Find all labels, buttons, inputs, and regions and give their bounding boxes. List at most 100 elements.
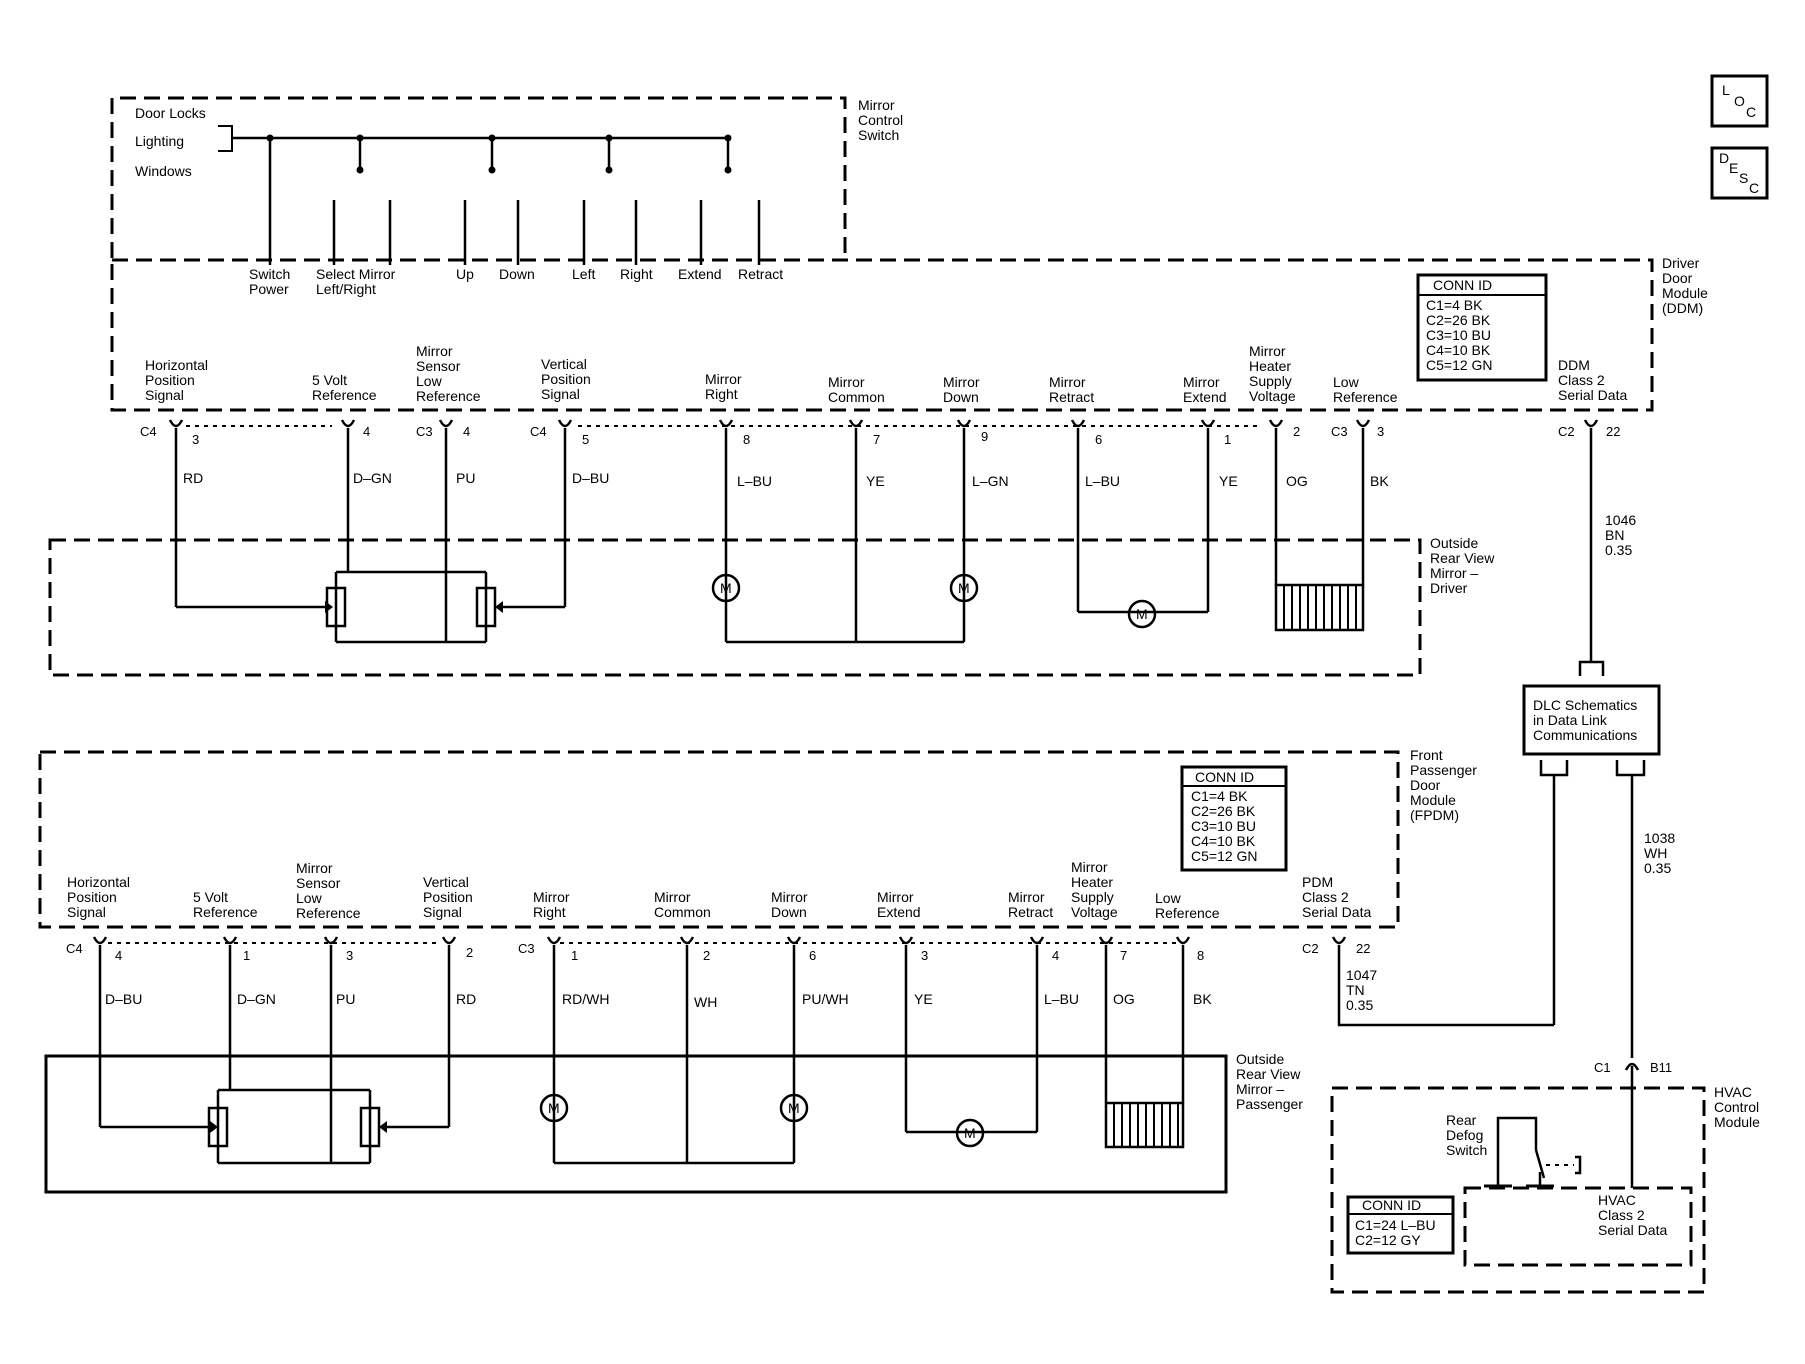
desc-letter-e: E (1729, 160, 1738, 176)
wire-color: PU/WH (802, 991, 849, 1007)
conn-label: C3 (518, 941, 535, 956)
ddm-conn-id-line: C2=26 BK (1426, 312, 1491, 328)
ddm-label: Reference (1333, 389, 1398, 405)
wire-color: D–BU (572, 470, 609, 486)
mirror-driver-title: Outside (1430, 535, 1478, 551)
fpdm-label: Mirror (654, 889, 691, 905)
fpdm-label: Reference (296, 905, 361, 921)
dlc-line: Communications (1533, 727, 1637, 743)
hvac-serial-label: Class 2 (1598, 1207, 1645, 1223)
conn-label: C3 (1331, 424, 1348, 439)
ddm-wire-colors: RD D–GN PU D–BU L–BU YE L–GN L–BU YE OG … (183, 470, 1389, 489)
wire-color: L–GN (972, 473, 1009, 489)
ddm-conn-id-line: C3=10 BU (1426, 327, 1491, 343)
fpdm-conn-id-box[interactable]: CONN ID C1=4 BK C2=26 BK C3=10 BU C4=10 … (1180, 765, 1288, 872)
pin-number: 4 (363, 424, 370, 439)
conn-label: C4 (530, 424, 547, 439)
wire-1046-circuit: 1046 (1605, 512, 1636, 528)
fpdm-conn-id-line: C2=26 BK (1191, 803, 1256, 819)
motor-m: M (1136, 606, 1148, 622)
input-lighting: Lighting (135, 133, 184, 149)
loc-icon[interactable]: L O C (1710, 74, 1769, 128)
fpdm-label: Position (423, 889, 473, 905)
ddm-label: Mirror (1049, 374, 1086, 390)
motor-icon: M (949, 573, 979, 603)
wire-1038-circuit: 1038 (1644, 830, 1675, 846)
fpdm-label: PDM (1302, 874, 1333, 890)
ddm-label: Right (705, 386, 738, 402)
input-windows: Windows (135, 163, 192, 179)
fpdm-conn-id-header: CONN ID (1195, 769, 1254, 785)
fpdm-label: Mirror (1008, 889, 1045, 905)
ddm-label: Reference (312, 387, 377, 403)
outside-mirror-driver: Outside Rear View Mirror – Driver M M (48, 436, 1495, 677)
fpdm-label: Mirror (1071, 859, 1108, 875)
ddm-label: Mirror (705, 371, 742, 387)
pin-number: 4 (463, 424, 470, 439)
switch-title-line3: Switch (858, 127, 899, 143)
heater-element-icon (1104, 953, 1185, 1149)
wire-color: WH (694, 994, 717, 1010)
wire-1047-circuit: 1047 (1346, 967, 1377, 983)
hvac-serial-label: Serial Data (1598, 1222, 1667, 1238)
ddm-title-line3: Module (1662, 285, 1708, 301)
fpdm-connectors: C4 C3 C2 4 1 3 2 1 2 6 3 4 7 8 (66, 936, 1370, 963)
heater-element-icon (1274, 436, 1365, 632)
motor-m: M (964, 1125, 976, 1141)
wire-color: D–BU (105, 991, 142, 1007)
hvac-conn-id-line: C2=12 GY (1355, 1232, 1421, 1248)
fpdm-label: Mirror (533, 889, 570, 905)
ddm-title-line1: Driver (1662, 255, 1700, 271)
fpdm-label: Reference (193, 904, 258, 920)
fpdm-label: Low (1155, 890, 1182, 906)
ddm-conn-id-line: C5=12 GN (1426, 357, 1493, 373)
desc-letter-c: C (1749, 180, 1759, 196)
mirror-driver-title: Mirror – (1430, 565, 1478, 581)
pin-number: 3 (921, 948, 928, 963)
ddm-label: Low (1333, 374, 1360, 390)
fpdm-label: Supply (1071, 889, 1114, 905)
ddm-conn-id-box[interactable]: CONN ID C1=4 BK C2=26 BK C3=10 BU C4=10 … (1416, 273, 1548, 382)
wire-1047-gauge: 0.35 (1346, 997, 1373, 1013)
ddm-label: Voltage (1249, 388, 1296, 404)
motor-icon: M (955, 1118, 985, 1148)
wire-color: RD (456, 991, 476, 1007)
ddm-label: Common (828, 389, 885, 405)
fpdm-label: Serial Data (1302, 904, 1371, 920)
motor-m: M (958, 580, 970, 596)
ddm-label: Supply (1249, 373, 1292, 389)
desc-letter-s: S (1739, 170, 1748, 186)
fpdm-label: Mirror (877, 889, 914, 905)
ddm-label: DDM (1558, 357, 1590, 373)
terminal-extend: Extend (678, 266, 722, 282)
mirror-driver-title: Driver (1430, 580, 1468, 596)
pin-number: 9 (981, 429, 988, 444)
wire-color: D–GN (353, 470, 392, 486)
hvac-conn: C1 (1594, 1060, 1611, 1075)
mirror-passenger-title: Passenger (1236, 1096, 1303, 1112)
desc-icon[interactable]: D E S C (1710, 146, 1769, 200)
wire-color: L–BU (1085, 473, 1120, 489)
mirror-driver-title: Rear View (1430, 550, 1495, 566)
pin-number: 3 (192, 432, 199, 447)
terminal-up: Up (456, 266, 474, 282)
switch-title-line1: Mirror (858, 97, 895, 113)
fpdm-label: Vertical (423, 874, 469, 890)
terminal-right: Right (620, 266, 653, 282)
pin-number: 3 (346, 948, 353, 963)
mirror-passenger-title: Outside (1236, 1051, 1284, 1067)
ddm-label: Reference (416, 388, 481, 404)
dlc-schematics-box[interactable]: DLC Schematics in Data Link Communicatio… (1522, 660, 1675, 1058)
fpdm-label: Signal (67, 904, 106, 920)
fpdm-label: Down (771, 904, 807, 920)
fpdm-label: Low (296, 890, 323, 906)
fpdm-label: Retract (1008, 904, 1053, 920)
fpdm-conn-id-line: C3=10 BU (1191, 818, 1256, 834)
pin-number: 22 (1356, 941, 1370, 956)
ddm-label: Class 2 (1558, 372, 1605, 388)
dlc-line: in Data Link (1533, 712, 1608, 728)
hvac-conn-id-box[interactable]: CONN ID C1=24 L–BU C2=12 GY (1346, 1195, 1455, 1255)
ddm-label: Low (416, 373, 443, 389)
dlc-line: DLC Schematics (1533, 697, 1637, 713)
